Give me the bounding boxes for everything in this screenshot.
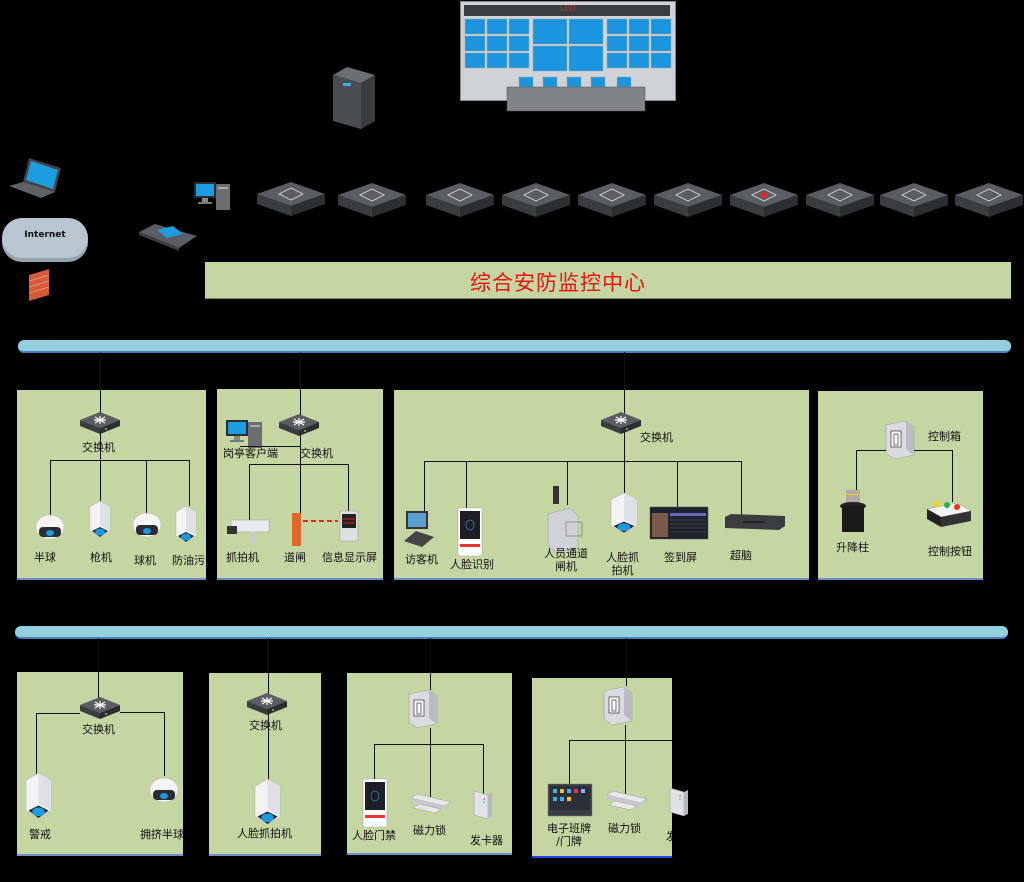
device-label: 人脸识别 <box>450 558 494 571</box>
device-label: 人脸抓 拍机 <box>606 551 639 577</box>
e-classboard-icon <box>547 783 593 817</box>
device-label: 人脸抓拍机 <box>237 827 292 840</box>
device-label: 拥挤半球 <box>140 828 184 841</box>
guard-pc-icon <box>226 420 262 448</box>
device-label: 抓拍机 <box>226 551 259 564</box>
device-label: 发卡器 <box>470 834 503 847</box>
info-display-icon <box>339 510 359 542</box>
zone-classroom <box>532 678 672 858</box>
capture-camera-icon <box>227 519 270 544</box>
bollard-icon <box>840 490 866 532</box>
database-server-icon <box>653 182 723 218</box>
center-title: 综合安防监控中心 <box>470 271 646 295</box>
gear-server-icon <box>879 182 949 218</box>
nvr-server-icon <box>256 181 326 217</box>
device-label: 防油污 <box>172 554 205 567</box>
globe-server-icon <box>425 182 495 218</box>
barrier-gate-icon <box>292 513 338 546</box>
magnetic-lock-icon <box>410 793 452 814</box>
device-label: 磁力锁 <box>608 822 641 835</box>
alert-camera-icon <box>25 772 52 819</box>
server-rack-icon <box>333 67 375 129</box>
monitoring-center-band: 综合安防监控中心 <box>205 262 1011 299</box>
device-label: 访客机 <box>405 553 438 566</box>
workstation-icon <box>194 182 230 210</box>
network-bus-2 <box>15 626 1008 639</box>
map-server-icon <box>501 182 571 218</box>
crowd-dome-camera-icon <box>149 777 179 803</box>
fan-server-icon <box>577 182 647 218</box>
firewall-icon <box>28 269 50 301</box>
control-box-label: 控制箱 <box>928 430 961 443</box>
device-label: 签到屏 <box>664 551 697 564</box>
video-wall: LED <box>460 1 676 112</box>
device-label: 超脑 <box>730 549 752 562</box>
magnetic-lock-icon <box>606 790 648 811</box>
access-controller-icon <box>603 686 633 726</box>
switch-icon <box>79 411 121 435</box>
access-controller-icon <box>408 689 438 729</box>
ptz-camera-icon <box>132 512 162 538</box>
device-label: 人脸门禁 <box>352 829 396 842</box>
device-label: 电子班牌 /门牌 <box>547 822 591 848</box>
search-server-icon <box>805 182 875 218</box>
device-label: 控制按钮 <box>928 545 972 558</box>
face-recognition-icon <box>457 507 483 557</box>
device-label: 球机 <box>134 554 156 567</box>
switch-icon <box>278 413 320 437</box>
turnstile-icon <box>547 486 583 553</box>
face-capture-camera-icon <box>610 492 638 534</box>
device-label: 警戒 <box>29 828 51 841</box>
device-label: 道闸 <box>284 551 306 564</box>
dome-camera-icon <box>35 514 65 540</box>
switch-icon <box>246 692 288 716</box>
switch-label: 交换机 <box>640 431 673 444</box>
guard-client-label: 岗亭客户端 <box>223 447 278 460</box>
checkin-screen-icon <box>649 506 709 540</box>
tv-server-icon <box>337 182 407 218</box>
visitor-kiosk-icon <box>404 511 434 547</box>
oilproof-camera-icon <box>175 505 197 543</box>
network-bus-1 <box>18 340 1011 353</box>
card-issuer-icon <box>669 787 689 817</box>
device-label: 半球 <box>34 551 56 564</box>
internet-label: Internet <box>24 230 66 240</box>
laptop-icon <box>9 158 61 198</box>
bullet-camera-icon <box>89 500 111 538</box>
internet-cloud: Internet <box>2 218 88 258</box>
storage-server-icon <box>954 182 1024 218</box>
face-door-access-icon <box>362 778 388 828</box>
shield-server-icon <box>729 182 799 218</box>
switch-label: 交换机 <box>300 447 333 460</box>
device-label: 发 <box>666 830 672 843</box>
device-label: 升降柱 <box>836 541 869 554</box>
device-label: 枪机 <box>90 551 112 564</box>
control-box-icon <box>885 420 915 460</box>
device-label: 信息显示屏 <box>322 551 377 564</box>
keyboard-controller-icon <box>139 224 197 251</box>
led-label: LED <box>560 4 576 13</box>
switch-icon <box>79 696 121 720</box>
face-capture-camera-icon <box>254 778 281 825</box>
switch-label: 交换机 <box>82 441 115 454</box>
control-button-icon <box>926 501 972 527</box>
device-label: 人员通道 闸机 <box>544 547 588 573</box>
switch-label: 交换机 <box>249 719 282 732</box>
device-label: 磁力锁 <box>413 824 446 837</box>
card-issuer-icon <box>473 790 493 820</box>
switch-label: 交换机 <box>82 723 115 736</box>
super-brain-nvr-icon <box>725 514 785 530</box>
switch-icon <box>600 411 642 435</box>
